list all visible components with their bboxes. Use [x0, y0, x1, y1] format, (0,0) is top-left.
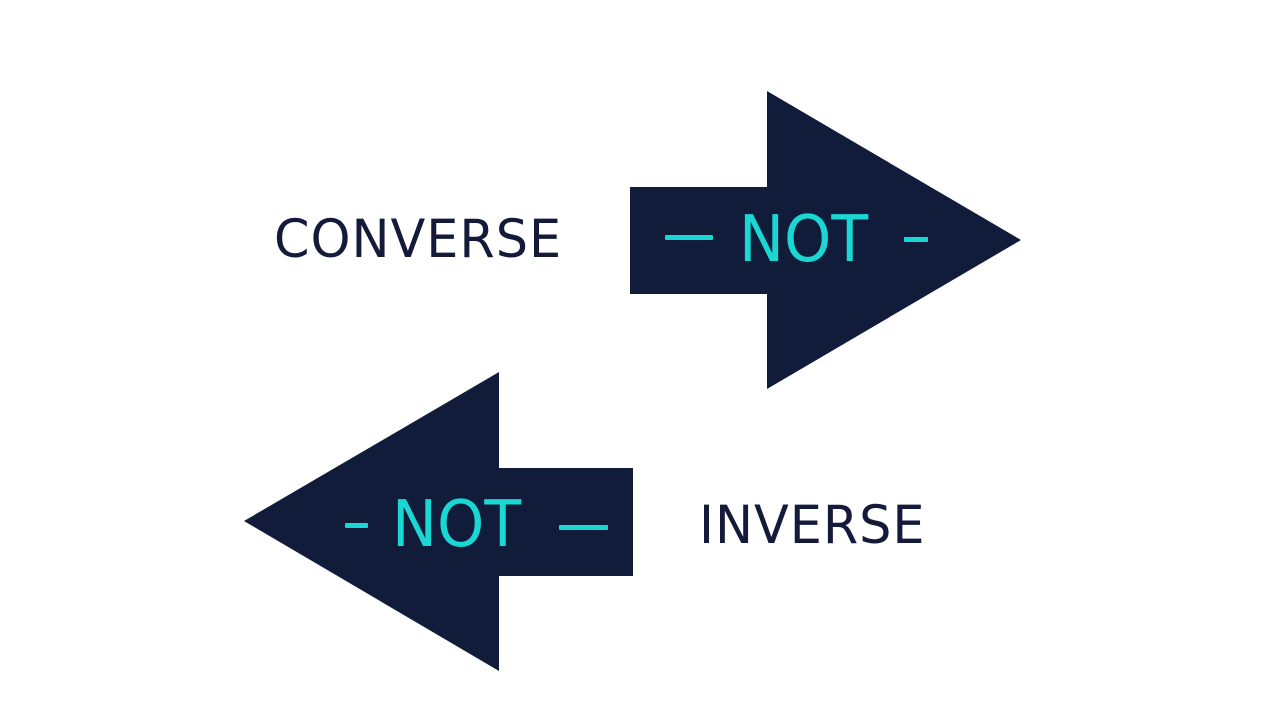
inverse-label: INVERSE [699, 495, 926, 556]
left-arrow-right-dash-icon [559, 525, 608, 530]
right-arrow-right-dash-icon [904, 237, 928, 242]
left-arrow [244, 372, 633, 671]
right-arrow [630, 91, 1021, 389]
left-arrow-left-dash-icon [345, 523, 368, 528]
right-arrow-label: NOT [739, 203, 869, 277]
converse-label: CONVERSE [274, 209, 563, 270]
right-arrow-left-dash-icon [665, 235, 713, 240]
left-arrow-label: NOT [392, 488, 522, 562]
